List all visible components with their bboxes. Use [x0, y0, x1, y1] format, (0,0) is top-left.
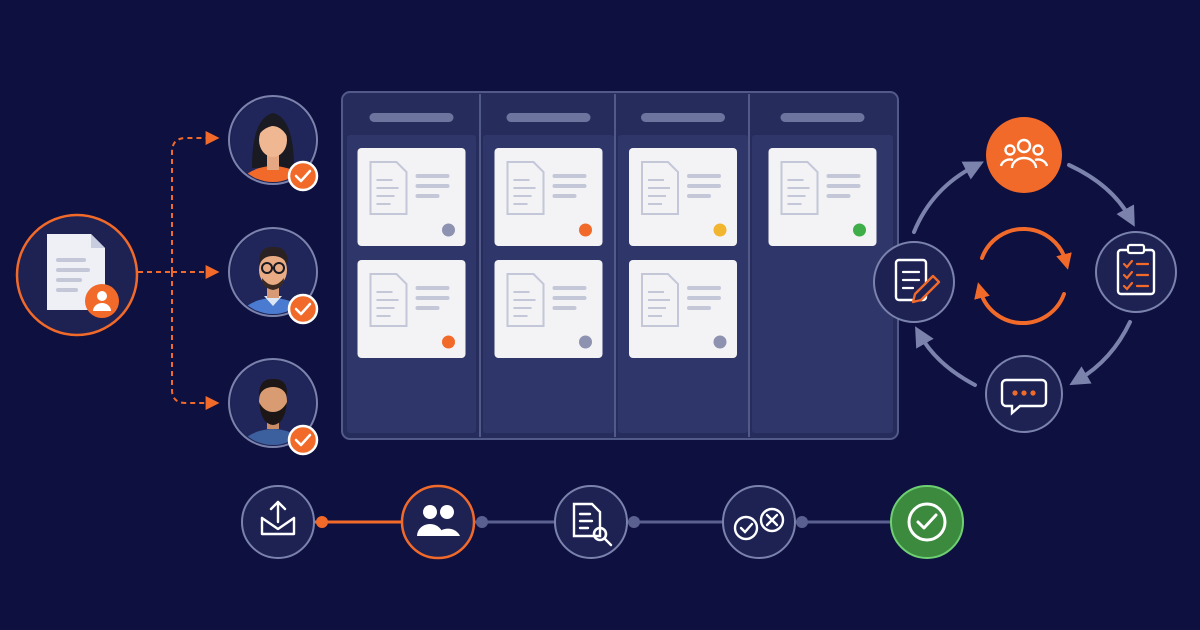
column-header-bar [641, 113, 725, 122]
approve-reject-icon [733, 507, 785, 541]
card-text-lines [687, 174, 721, 198]
board-column [748, 94, 893, 437]
cycle-node-chat[interactable] [985, 355, 1063, 433]
column-header-bar [506, 113, 591, 122]
task-card[interactable] [629, 148, 737, 246]
cycle-node-edit[interactable] [873, 241, 955, 323]
assignment-connectors [138, 131, 220, 410]
pipeline-step-decision[interactable] [722, 485, 796, 559]
card-status-dot [442, 335, 455, 349]
pipeline-step-review[interactable] [554, 485, 628, 559]
cycle-arrows [912, 161, 1135, 387]
document-icon [641, 161, 679, 215]
document-icon [369, 161, 408, 215]
card-status-dot [442, 223, 455, 237]
chat-bubble-icon [1000, 378, 1048, 416]
card-text-lines [552, 174, 587, 198]
document-icon [369, 273, 408, 327]
edit-document-icon [894, 258, 941, 304]
task-card[interactable] [357, 148, 466, 246]
document-search-icon [572, 502, 613, 547]
approved-check-icon [287, 293, 319, 325]
approved-check-icon [287, 424, 319, 456]
card-status-dot [713, 223, 727, 237]
pipeline-step-upload[interactable] [241, 485, 315, 559]
column-header-bar [369, 113, 454, 122]
task-card[interactable] [629, 260, 737, 358]
card-status-dot [853, 223, 866, 237]
team-icon [999, 138, 1049, 169]
document-icon [780, 161, 819, 215]
source-document-node[interactable] [15, 213, 139, 337]
upload-tray-icon [260, 500, 296, 536]
card-text-lines [415, 174, 450, 198]
document-icon [506, 161, 545, 215]
check-icon [907, 502, 947, 542]
team-icon [417, 505, 460, 536]
pipeline-step-team[interactable] [400, 484, 476, 560]
card-status-dot [579, 335, 592, 349]
document-icon [641, 273, 679, 327]
cycle-node-checklist[interactable] [1095, 231, 1177, 313]
reviewer-avatar[interactable] [228, 358, 319, 489]
task-card[interactable] [494, 148, 603, 246]
card-text-lines [826, 174, 861, 198]
review-cycle [873, 117, 1177, 433]
kanban-board [341, 91, 899, 440]
pipeline [241, 484, 964, 560]
task-card[interactable] [494, 260, 603, 358]
task-card[interactable] [768, 148, 877, 246]
pipeline-connectors [314, 516, 892, 528]
card-text-lines [687, 286, 721, 310]
reviewer-avatar[interactable] [228, 95, 319, 226]
card-text-lines [552, 286, 587, 310]
card-status-dot [713, 335, 727, 349]
card-status-dot [579, 223, 592, 237]
pipeline-step-complete[interactable] [890, 485, 964, 559]
refresh-icon [974, 226, 1072, 326]
document-with-user-icon [47, 234, 119, 318]
checklist-icon [1116, 243, 1156, 296]
column-header-bar [780, 113, 865, 122]
document-icon [506, 273, 545, 327]
cycle-node-team[interactable] [986, 117, 1062, 193]
approved-check-icon [287, 160, 319, 192]
task-card[interactable] [357, 260, 466, 358]
card-text-lines [415, 286, 450, 310]
reviewer-avatar[interactable] [228, 227, 319, 358]
